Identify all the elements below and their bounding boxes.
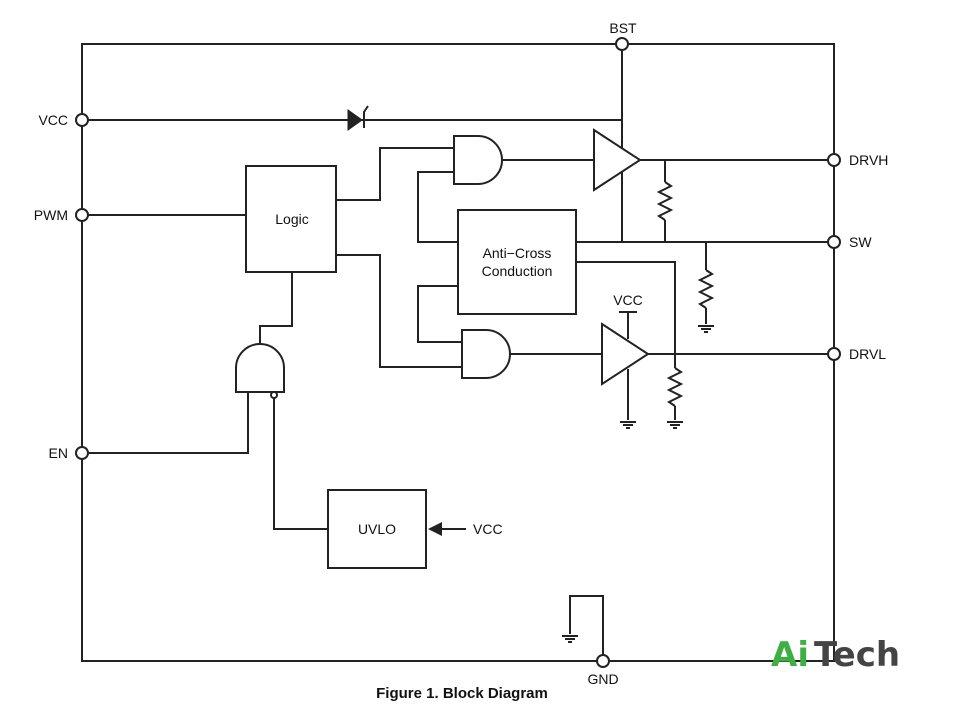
drvh-sw-resistor — [656, 181, 674, 221]
watermark-part2: Tech — [814, 635, 900, 675]
vcc-label: VCC — [38, 112, 68, 128]
figure-caption: Figure 1. Block Diagram — [376, 685, 548, 702]
gnd-pin — [596, 654, 610, 668]
sw-pin — [827, 235, 841, 249]
bootstrap-diode — [347, 105, 369, 131]
uvlo-vcc-arrow — [428, 522, 442, 536]
bst-label: BST — [609, 20, 637, 36]
logic-label: Logic — [275, 211, 308, 227]
bst-pin — [615, 37, 629, 51]
sw-pulldown-resistor — [697, 269, 715, 309]
internal-gnd-wire — [569, 595, 604, 661]
drvl-pin — [827, 347, 841, 361]
logic-block — [245, 165, 337, 273]
pwm-pin — [75, 208, 89, 222]
gnd-label: GND — [587, 671, 618, 687]
anti-cross-label-2: Conduction — [482, 263, 553, 279]
high-side-and-gate — [453, 135, 503, 185]
en-wire — [82, 392, 249, 454]
vcc-pin — [75, 113, 89, 127]
uvlo-block — [327, 489, 427, 569]
pwm-label: PWM — [34, 207, 68, 223]
watermark-part1: Ai — [771, 635, 809, 675]
anticross-to-high-and — [417, 171, 458, 243]
uvlo-vcc-label: VCC — [473, 521, 503, 537]
low-side-driver-buffer — [601, 322, 650, 386]
logic-to-high-and — [336, 147, 454, 201]
en-pin — [75, 446, 89, 460]
uvlo-label: UVLO — [358, 521, 396, 537]
low-side-and-gate — [461, 329, 511, 379]
logic-to-low-and — [336, 254, 462, 368]
ground-icon — [562, 635, 578, 643]
ground-icon — [667, 421, 683, 429]
high-side-driver-buffer — [593, 128, 642, 192]
drvl-label: DRVL — [849, 346, 886, 362]
sw-label: SW — [849, 234, 872, 250]
anticross-sense-wire — [576, 261, 676, 368]
anticross-to-low-and — [417, 285, 462, 343]
anti-cross-label-1: Anti−Cross — [483, 245, 552, 261]
drvh-label: DRVH — [849, 152, 888, 168]
ground-icon — [698, 325, 714, 333]
uvlo-to-enable-and — [273, 398, 328, 530]
ground-icon — [620, 421, 636, 429]
enable-and-to-logic — [259, 272, 293, 344]
driver-vcc-label: VCC — [613, 292, 643, 308]
anti-cross-conduction-block — [457, 209, 577, 315]
aitech-watermark-logo: Ai Tech — [771, 635, 900, 675]
en-label: EN — [49, 445, 68, 461]
enable-and-gate — [235, 343, 285, 393]
drvh-pin — [827, 153, 841, 167]
drvl-pulldown-resistor — [666, 367, 684, 407]
inverting-bubble — [270, 391, 278, 399]
